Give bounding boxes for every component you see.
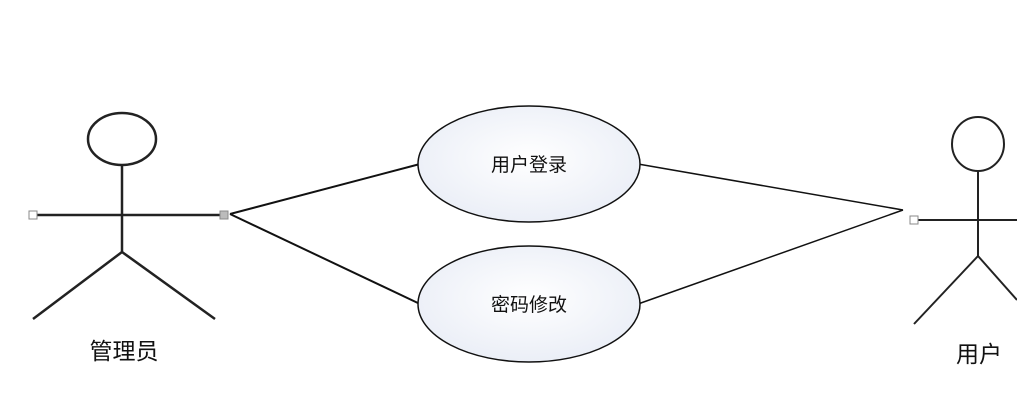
use-case-password-change-ellipse [417,245,641,363]
actor-admin-left-leg [32,251,123,320]
associations [229,163,904,305]
association-admin-login[interactable] [229,163,421,215]
actor-user-right-leg [977,255,1017,301]
actor-admin-head [86,111,158,167]
actor-user-label: 用户 [956,342,1002,368]
use-case-login[interactable]: 用户登录 [417,105,641,223]
actor-admin-right-leg [121,250,216,321]
association-password-change-user[interactable] [637,209,904,305]
use-case-login-label: 用户登录 [491,154,567,176]
use-case-login-ellipse [417,105,641,223]
actor-admin-left-handle[interactable] [28,210,38,220]
actor-admin-label: 管理员 [90,339,159,365]
association-admin-password-change[interactable] [229,213,421,305]
actor-user[interactable]: 用户 [909,116,1017,368]
association-login-user[interactable] [637,163,904,211]
use-case-password-change[interactable]: 密码修改 [417,245,641,363]
actor-admin[interactable]: 管理员 [28,111,229,365]
actor-user-left-leg [913,255,979,325]
actor-user-head [951,116,1005,172]
actor-admin-right-handle[interactable] [219,210,229,220]
actor-user-left-handle[interactable] [909,215,919,225]
use-case-password-change-label: 密码修改 [491,294,567,316]
